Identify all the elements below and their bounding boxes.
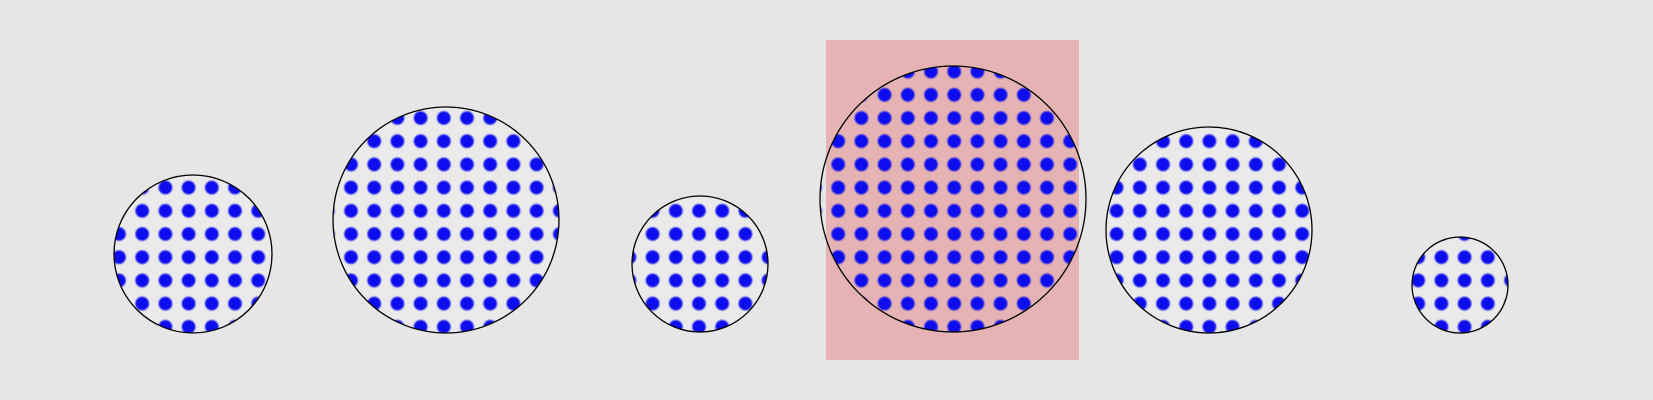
circle-outline [113,174,273,334]
circle-6[interactable] [1365,204,1541,380]
circle-outline [1105,126,1313,334]
dot-pattern [820,66,1077,332]
circle-outline [332,106,560,334]
circle-outline [631,195,769,333]
circle-fill [333,107,559,333]
circle-2[interactable] [298,65,590,380]
dot-pattern [114,180,266,333]
circle-3[interactable] [599,158,798,380]
circle-outline [819,65,1087,333]
dot-pattern [333,111,559,333]
circle-4[interactable] [785,18,1123,380]
circle-outline [1411,236,1509,334]
circle-5[interactable] [1063,88,1355,380]
circle-1[interactable] [66,134,312,380]
circle-fill [632,196,768,332]
